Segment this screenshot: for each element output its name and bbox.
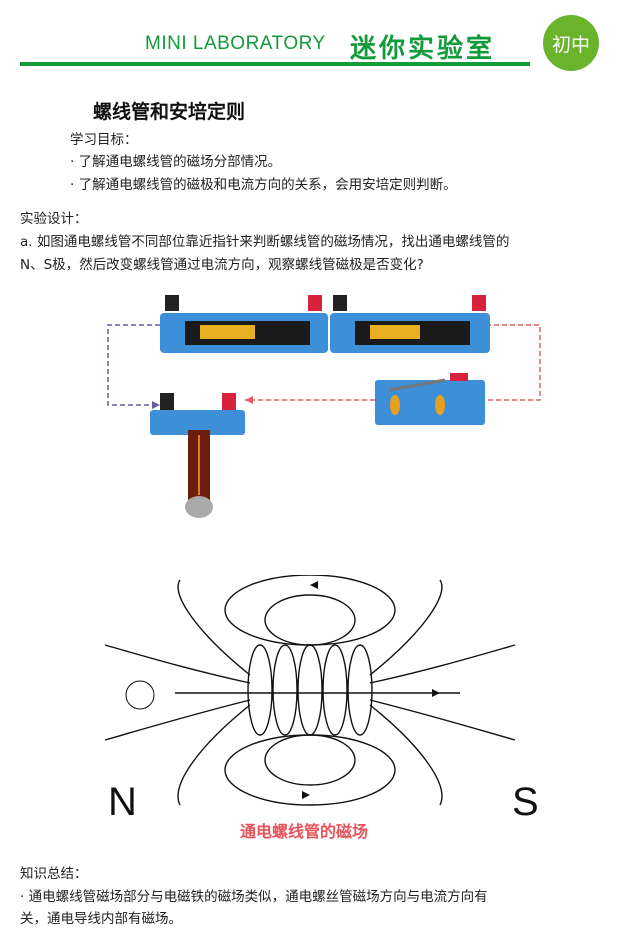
summary-label: 知识总结： (20, 866, 88, 882)
header-chinese: 迷你实验室 (350, 34, 496, 64)
figure-caption: 通电螺线管的磁场 (240, 822, 369, 841)
solenoid-field-diagram (104, 575, 516, 806)
pole-n-label: N (108, 780, 137, 824)
design-label: 实验设计： (20, 211, 88, 227)
page-title: 螺线管和安培定则 (93, 101, 246, 123)
header-english: MINI LABORATORY (145, 33, 326, 54)
header-rule (20, 62, 530, 66)
design-line: N、S极，然后改变螺线管通过电流方向，观察螺线管磁极是否变化? (20, 257, 424, 273)
apparatus-illustration (107, 295, 541, 518)
summary-line: · 通电螺线管磁场部分与电磁铁的磁场类似，通电螺丝管磁场方向与电流方向有 (20, 889, 488, 905)
objective-item: · 了解通电螺线管的磁极和电流方向的关系，会用安培定则判断。 (70, 177, 457, 193)
objectives-label: 学习目标： (70, 132, 138, 148)
hand-icon (125, 680, 155, 710)
pole-s-label: S (512, 780, 539, 824)
grade-badge: 初中 (543, 15, 599, 71)
design-line: a. 如图通电螺线管不同部位靠近指针来判断螺线管的磁场情况，找出通电螺线管的 (20, 234, 510, 250)
summary-line: 关，通电导线内部有磁场。 (20, 911, 182, 927)
objective-item: · 了解通电螺线管的磁场分部情况。 (70, 154, 282, 170)
